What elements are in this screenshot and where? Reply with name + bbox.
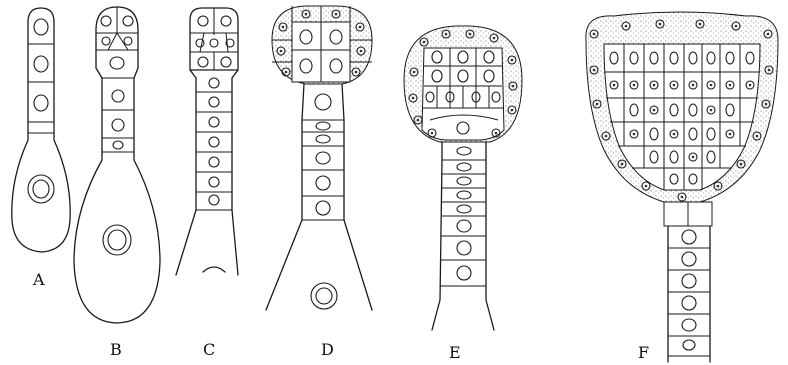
nucleus <box>34 19 48 35</box>
stage-label-f: F <box>638 343 649 362</box>
stage-label-c: C <box>203 340 215 359</box>
suspensor-nucleus <box>28 175 54 203</box>
suspensor-nucleus <box>311 283 337 309</box>
stage-a-outline <box>12 8 70 252</box>
stage-b-drawing <box>74 7 160 323</box>
stage-label-a: A <box>32 270 45 289</box>
stage-a-drawing <box>12 8 70 252</box>
stage-c-outline <box>176 8 238 275</box>
stage-label-b: B <box>110 340 122 359</box>
nucleus <box>34 95 48 111</box>
stage-d-suspensor <box>266 84 372 310</box>
stage-c-drawing <box>176 8 238 275</box>
stage-b-outline <box>74 7 160 323</box>
stage-f-suspensor <box>668 226 710 362</box>
stage-f-drawing <box>586 12 778 362</box>
stage-e-drawing <box>404 26 522 330</box>
nucleus <box>34 56 48 72</box>
stage-label-e: E <box>449 343 461 362</box>
stage-d-drawing <box>266 6 372 310</box>
stage-label-d: D <box>321 340 334 359</box>
